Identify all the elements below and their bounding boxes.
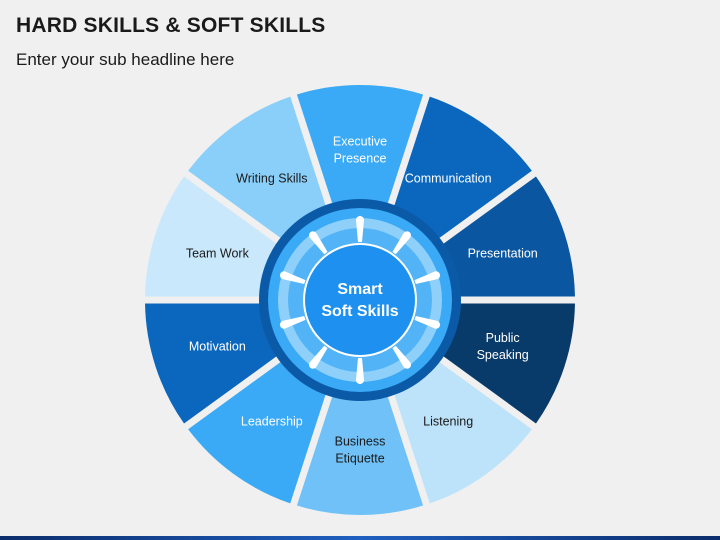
- segment-shape: [442, 176, 575, 297]
- spoke-public-speaking: [414, 316, 441, 329]
- segment-shape: [442, 303, 575, 424]
- spoke-writing-skills: [308, 231, 328, 255]
- page-subtitle: Enter your sub headline here: [16, 50, 235, 69]
- segment-label-line: Writing Skills: [236, 172, 307, 186]
- segment-writing-skills: Writing Skills: [188, 96, 326, 239]
- hub-label-line: Soft Skills: [321, 303, 398, 320]
- spoke-business-etiquette: [356, 358, 364, 384]
- hub-label-line: Smart: [337, 281, 383, 298]
- segment-label-line: Motivation: [189, 339, 246, 353]
- segment-label: Communication: [405, 172, 492, 186]
- segment-label-line: Leadership: [241, 414, 303, 428]
- spoke-presentation: [414, 271, 441, 284]
- segment-label-line: Etiquette: [335, 452, 384, 466]
- segment-label: Leadership: [241, 414, 303, 428]
- segment-label: Presentation: [468, 247, 538, 261]
- segment-label: Writing Skills: [236, 172, 307, 186]
- segment-label: Motivation: [189, 339, 246, 353]
- spoke-motivation: [279, 316, 306, 329]
- segment-presentation: Presentation: [442, 176, 575, 297]
- segment-shape: [188, 361, 326, 504]
- segment-label-line: Executive: [333, 135, 387, 149]
- segment-label-line: Presence: [334, 152, 387, 166]
- spoke-executive-presence: [356, 216, 364, 242]
- spoke-team-work: [279, 271, 306, 284]
- segment-label-line: Speaking: [477, 348, 529, 362]
- segment-motivation: Motivation: [145, 303, 278, 424]
- bottom-accent-bar: [0, 536, 720, 540]
- segment-label-line: Public: [486, 331, 520, 345]
- spoke-communication: [392, 231, 412, 255]
- spoke-listening: [392, 345, 412, 369]
- spokes-layer: [279, 216, 441, 384]
- spoke-leadership: [308, 345, 328, 369]
- segment-shape: [394, 96, 532, 239]
- segment-shape: [145, 303, 278, 424]
- segment-label: Team Work: [186, 247, 250, 261]
- segment-label-line: Communication: [405, 172, 492, 186]
- segment-shape: [394, 361, 532, 504]
- segment-label-line: Business: [335, 435, 386, 449]
- segment-shape: [145, 176, 278, 297]
- segment-label: Listening: [423, 414, 473, 428]
- segment-listening: Listening: [394, 361, 532, 504]
- segment-communication: Communication: [394, 96, 532, 239]
- segment-label-line: Presentation: [468, 247, 538, 261]
- segment-label-line: Team Work: [186, 247, 250, 261]
- segment-label-line: Listening: [423, 414, 473, 428]
- segment-leadership: Leadership: [188, 361, 326, 504]
- segment-team-work: Team Work: [145, 176, 278, 297]
- segment-shape: [188, 96, 326, 239]
- segment-shape: [296, 85, 424, 204]
- segment-shape: [296, 396, 424, 515]
- page-title: HARD SKILLS & SOFT SKILLS: [16, 14, 326, 37]
- hub-circle: [303, 243, 417, 357]
